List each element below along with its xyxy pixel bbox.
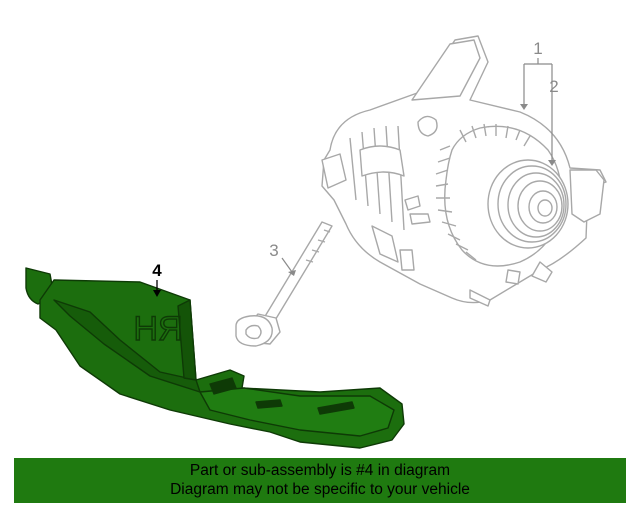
leader-lines: [281, 58, 553, 273]
shield-leader: [153, 280, 161, 297]
callout-2: 2: [549, 77, 558, 96]
banner-line-2: Diagram may not be specific to your vehi…: [170, 481, 470, 498]
mounting-bolt[interactable]: [235, 221, 333, 347]
callout-4: 4: [152, 261, 162, 280]
parts-diagram: RH 1 2 3 4: [25, 35, 607, 449]
banner-line-1: Part or sub-assembly is #4 in diagram: [189, 462, 451, 479]
disclaimer-banner: Part or sub-assembly is #4 in diagram Di…: [14, 458, 626, 503]
callout-1: 1: [533, 39, 542, 58]
shield-rh-marking: RH: [133, 310, 182, 348]
leader-arrowheads: [288, 104, 556, 276]
callout-3: 3: [269, 241, 278, 260]
alternator-assembly[interactable]: [321, 35, 607, 307]
alternator-shield[interactable]: [25, 267, 405, 449]
